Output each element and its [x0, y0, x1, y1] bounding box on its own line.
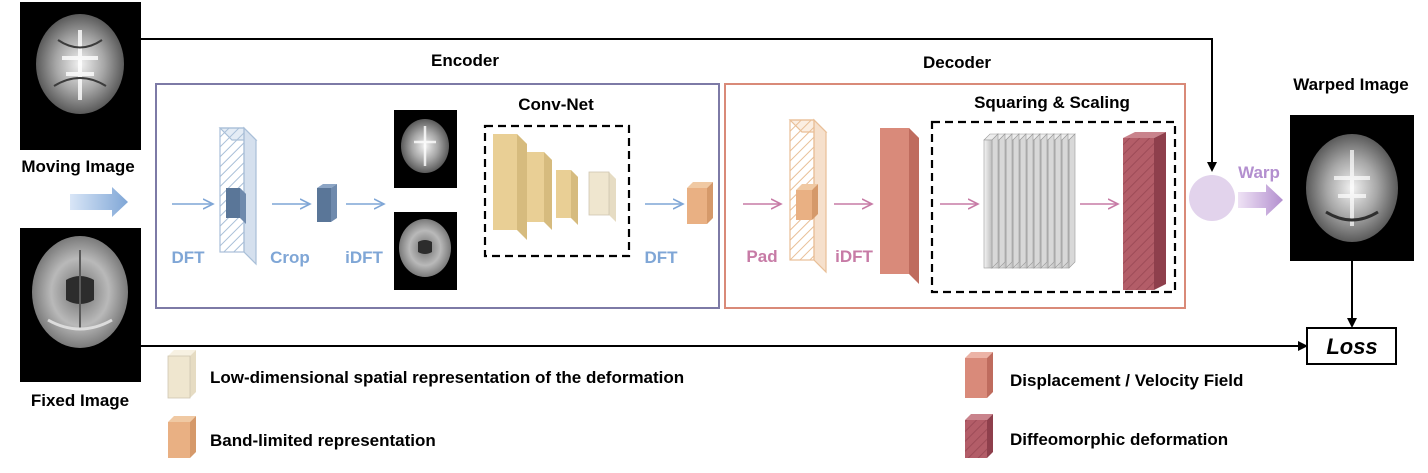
convnet-box	[483, 124, 631, 258]
fixed-image-label: Fixed Image	[31, 391, 129, 410]
idft-encoder-label: iDFT	[345, 248, 383, 267]
legend-band-label: Band-limited representation	[210, 431, 436, 450]
warp-label: Warp	[1238, 163, 1280, 182]
legend-diffeo-label: Diffeomorphic deformation	[1010, 430, 1228, 449]
legend-low-dim-label: Low-dimensional spatial representation o…	[210, 368, 684, 387]
encoder-dft-label-2: DFT	[644, 248, 678, 267]
decoder-box	[724, 83, 1186, 309]
legend-disp-label: Displacement / Velocity Field	[1010, 371, 1243, 390]
legend-low-dim-icon	[167, 350, 196, 399]
encoder-box	[155, 83, 720, 309]
convnet-title: Conv-Net	[518, 95, 594, 114]
band-limited-block-encoder	[687, 182, 713, 224]
idft-decoder-label: iDFT	[835, 247, 873, 266]
squaring-scaling-title: Squaring & Scaling	[974, 93, 1130, 112]
crop-label: Crop	[270, 248, 310, 267]
displacement-field-block	[880, 128, 919, 284]
squaring-scaling-box	[930, 120, 1177, 294]
legend-disp-icon	[965, 352, 993, 398]
velocity-field-slices	[983, 133, 1076, 269]
moving-to-warp-line	[141, 38, 1217, 172]
pad-label: Pad	[746, 247, 777, 266]
frequency-slab-encoder	[218, 126, 258, 266]
warped-image	[1290, 115, 1414, 261]
fixed-image	[20, 228, 141, 382]
decoder-title: Decoder	[923, 53, 991, 72]
low-res-moving-image	[394, 110, 457, 188]
warp-arrow	[1238, 184, 1283, 216]
convnet-layers	[493, 134, 616, 240]
cropped-block	[317, 184, 337, 222]
loss-label: Loss	[1326, 334, 1377, 359]
encoder-dft-label: DFT	[171, 248, 205, 267]
warp-node	[1189, 175, 1235, 221]
diffeomorphic-block	[1123, 132, 1166, 290]
moving-image	[20, 2, 141, 150]
legend-band-icon	[168, 416, 196, 458]
velocity-slice	[983, 133, 999, 269]
low-res-fixed-image	[394, 212, 457, 290]
moving-input-arrow	[70, 187, 128, 217]
padded-slab-decoder	[788, 118, 828, 274]
warped-image-label: Warped Image	[1293, 75, 1409, 94]
loss-box	[1306, 327, 1397, 365]
legend-diffeo-icon	[965, 414, 993, 458]
encoder-title: Encoder	[431, 51, 499, 70]
moving-image-label: Moving Image	[21, 157, 134, 176]
